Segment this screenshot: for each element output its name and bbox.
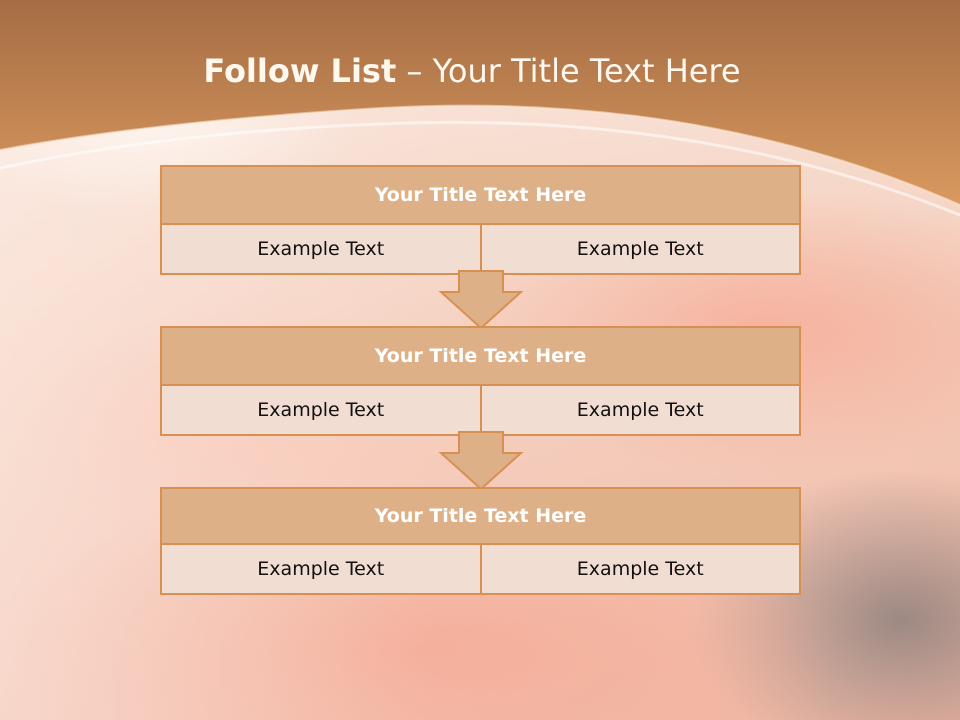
block-title: Your Title Text Here — [162, 489, 799, 545]
title-banner — [0, 0, 960, 217]
down-arrow-icon — [438, 431, 524, 491]
block-title: Your Title Text Here — [162, 167, 799, 225]
block-cell-right: Example Text — [479, 545, 800, 593]
block-cell-right: Example Text — [479, 225, 800, 273]
follow-block-3: Your Title Text Here Example Text Exampl… — [160, 487, 801, 595]
block-row: Example Text Example Text — [162, 545, 799, 593]
block-cell-right: Example Text — [479, 386, 800, 434]
block-title: Your Title Text Here — [162, 328, 799, 386]
follow-block-2: Your Title Text Here Example Text Exampl… — [160, 326, 801, 436]
block-cell-left: Example Text — [257, 238, 385, 260]
follow-block-1: Your Title Text Here Example Text Exampl… — [160, 165, 801, 275]
block-row: Example Text Example Text — [162, 386, 799, 434]
slide-title-bold: Follow List — [203, 52, 397, 90]
block-row: Example Text Example Text — [162, 225, 799, 273]
slide-title-rest: – Your Title Text Here — [396, 52, 741, 90]
down-arrow-icon — [438, 270, 524, 330]
slide-title: Follow List – Your Title Text Here — [0, 52, 944, 90]
block-cell-left: Example Text — [257, 399, 385, 421]
block-cell-left: Example Text — [257, 558, 385, 580]
